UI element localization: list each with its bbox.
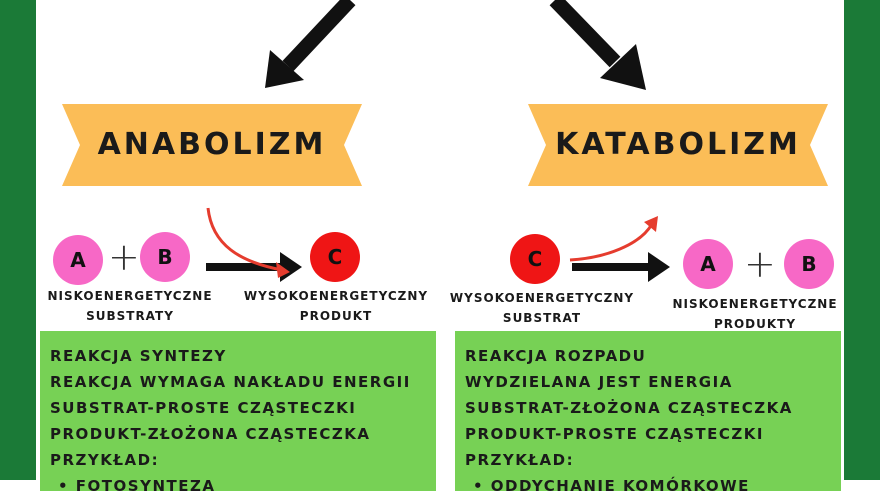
katabolism-info-line: PRZYKŁAD: (465, 451, 575, 469)
katabolism-info-line: REAKCJA ROZPADU (465, 347, 647, 365)
anabolism-product-line2: PRODUKT (299, 309, 373, 323)
anabolism-info-line: PRZYKŁAD: (50, 451, 160, 469)
anabolism-title: ANABOLIZM (97, 127, 327, 162)
arrow-to-anabolism-icon (265, 0, 356, 88)
right-green-border (844, 0, 880, 480)
katabolism-info-line: WYDZIELANA JEST ENERGIA (465, 373, 733, 391)
katabolism-plus: + (744, 242, 776, 286)
katabolism-product-line2: PRODUKTY (713, 317, 797, 331)
katabolism-example-item: • ODDYCHANIE KOMÓRKOWE (473, 477, 750, 495)
anabolism-circle-c: C (310, 232, 360, 282)
anabolism-info-line: REAKCJA WYMAGA NAKŁADU ENERGII (50, 373, 411, 391)
katabolism-substrate-caption: WYSOKOENERGETYCZNY SUBSTRAT (442, 288, 642, 328)
katabolism-circle-b: B (784, 239, 834, 289)
anabolism-example-item: • FOTOSYNTEZA (58, 477, 216, 495)
katabolism-title: KATABOLIZM (555, 127, 801, 162)
top-arrows (265, 0, 646, 90)
anabolism-substrate-caption: NISKOENERGETYCZNE SUBSTRATY (30, 286, 230, 326)
anabolism-product-line1: WYSOKOENERGETYCZNY (243, 289, 429, 303)
katabolism-info-line: SUBSTRAT-ZŁOŻONA CZĄSTECZKA (465, 399, 793, 417)
katabolism-reaction-arrow-icon (572, 252, 670, 282)
katabolism-product-caption: NISKOENERGETYCZNE PRODUKTY (655, 294, 855, 334)
katabolism-banner: KATABOLIZM (528, 104, 828, 186)
katabolism-energy-out-arrow-icon (569, 216, 658, 262)
katabolism-substrate-line1: WYSOKOENERGETYCZNY (449, 291, 635, 305)
katabolism-substrate-line2: SUBSTRAT (502, 311, 582, 325)
anabolism-reaction-arrow-icon (206, 252, 302, 282)
arrow-to-katabolism-icon (549, 0, 646, 90)
anabolism-circle-a: A (53, 235, 103, 285)
anabolism-banner: ANABOLIZM (62, 104, 362, 186)
katabolism-circle-c: C (510, 234, 560, 284)
katabolism-circle-a: A (683, 239, 733, 289)
anabolism-energy-in-arrow-icon (206, 207, 290, 278)
anabolism-info-line: PRODUKT-ZŁOŻONA CZĄSTECZKA (50, 425, 371, 443)
left-green-border (0, 0, 36, 480)
katabolism-info-box: REAKCJA ROZPADU WYDZIELANA JEST ENERGIA … (455, 331, 841, 495)
anabolism-product-caption: WYSOKOENERGETYCZNY PRODUKT (236, 286, 436, 326)
anabolism-substrate-line1: NISKOENERGETYCZNE (47, 289, 213, 303)
anabolism-circle-b: B (140, 232, 190, 282)
katabolism-info-line: PRODUKT-PROSTE CZĄSTECZKI (465, 425, 764, 443)
anabolism-info-line: SUBSTRAT-PROSTE CZĄSTECZKI (50, 399, 357, 417)
anabolism-info-line: REAKCJA SYNTEZY (50, 347, 227, 365)
anabolism-info-box: REAKCJA SYNTEZY REAKCJA WYMAGA NAKŁADU E… (40, 331, 436, 495)
reaction-arrows (206, 207, 670, 282)
katabolism-product-line1: NISKOENERGETYCZNE (672, 297, 838, 311)
anabolism-plus: + (108, 235, 140, 279)
anabolism-substrate-line2: SUBSTRATY (86, 309, 174, 323)
